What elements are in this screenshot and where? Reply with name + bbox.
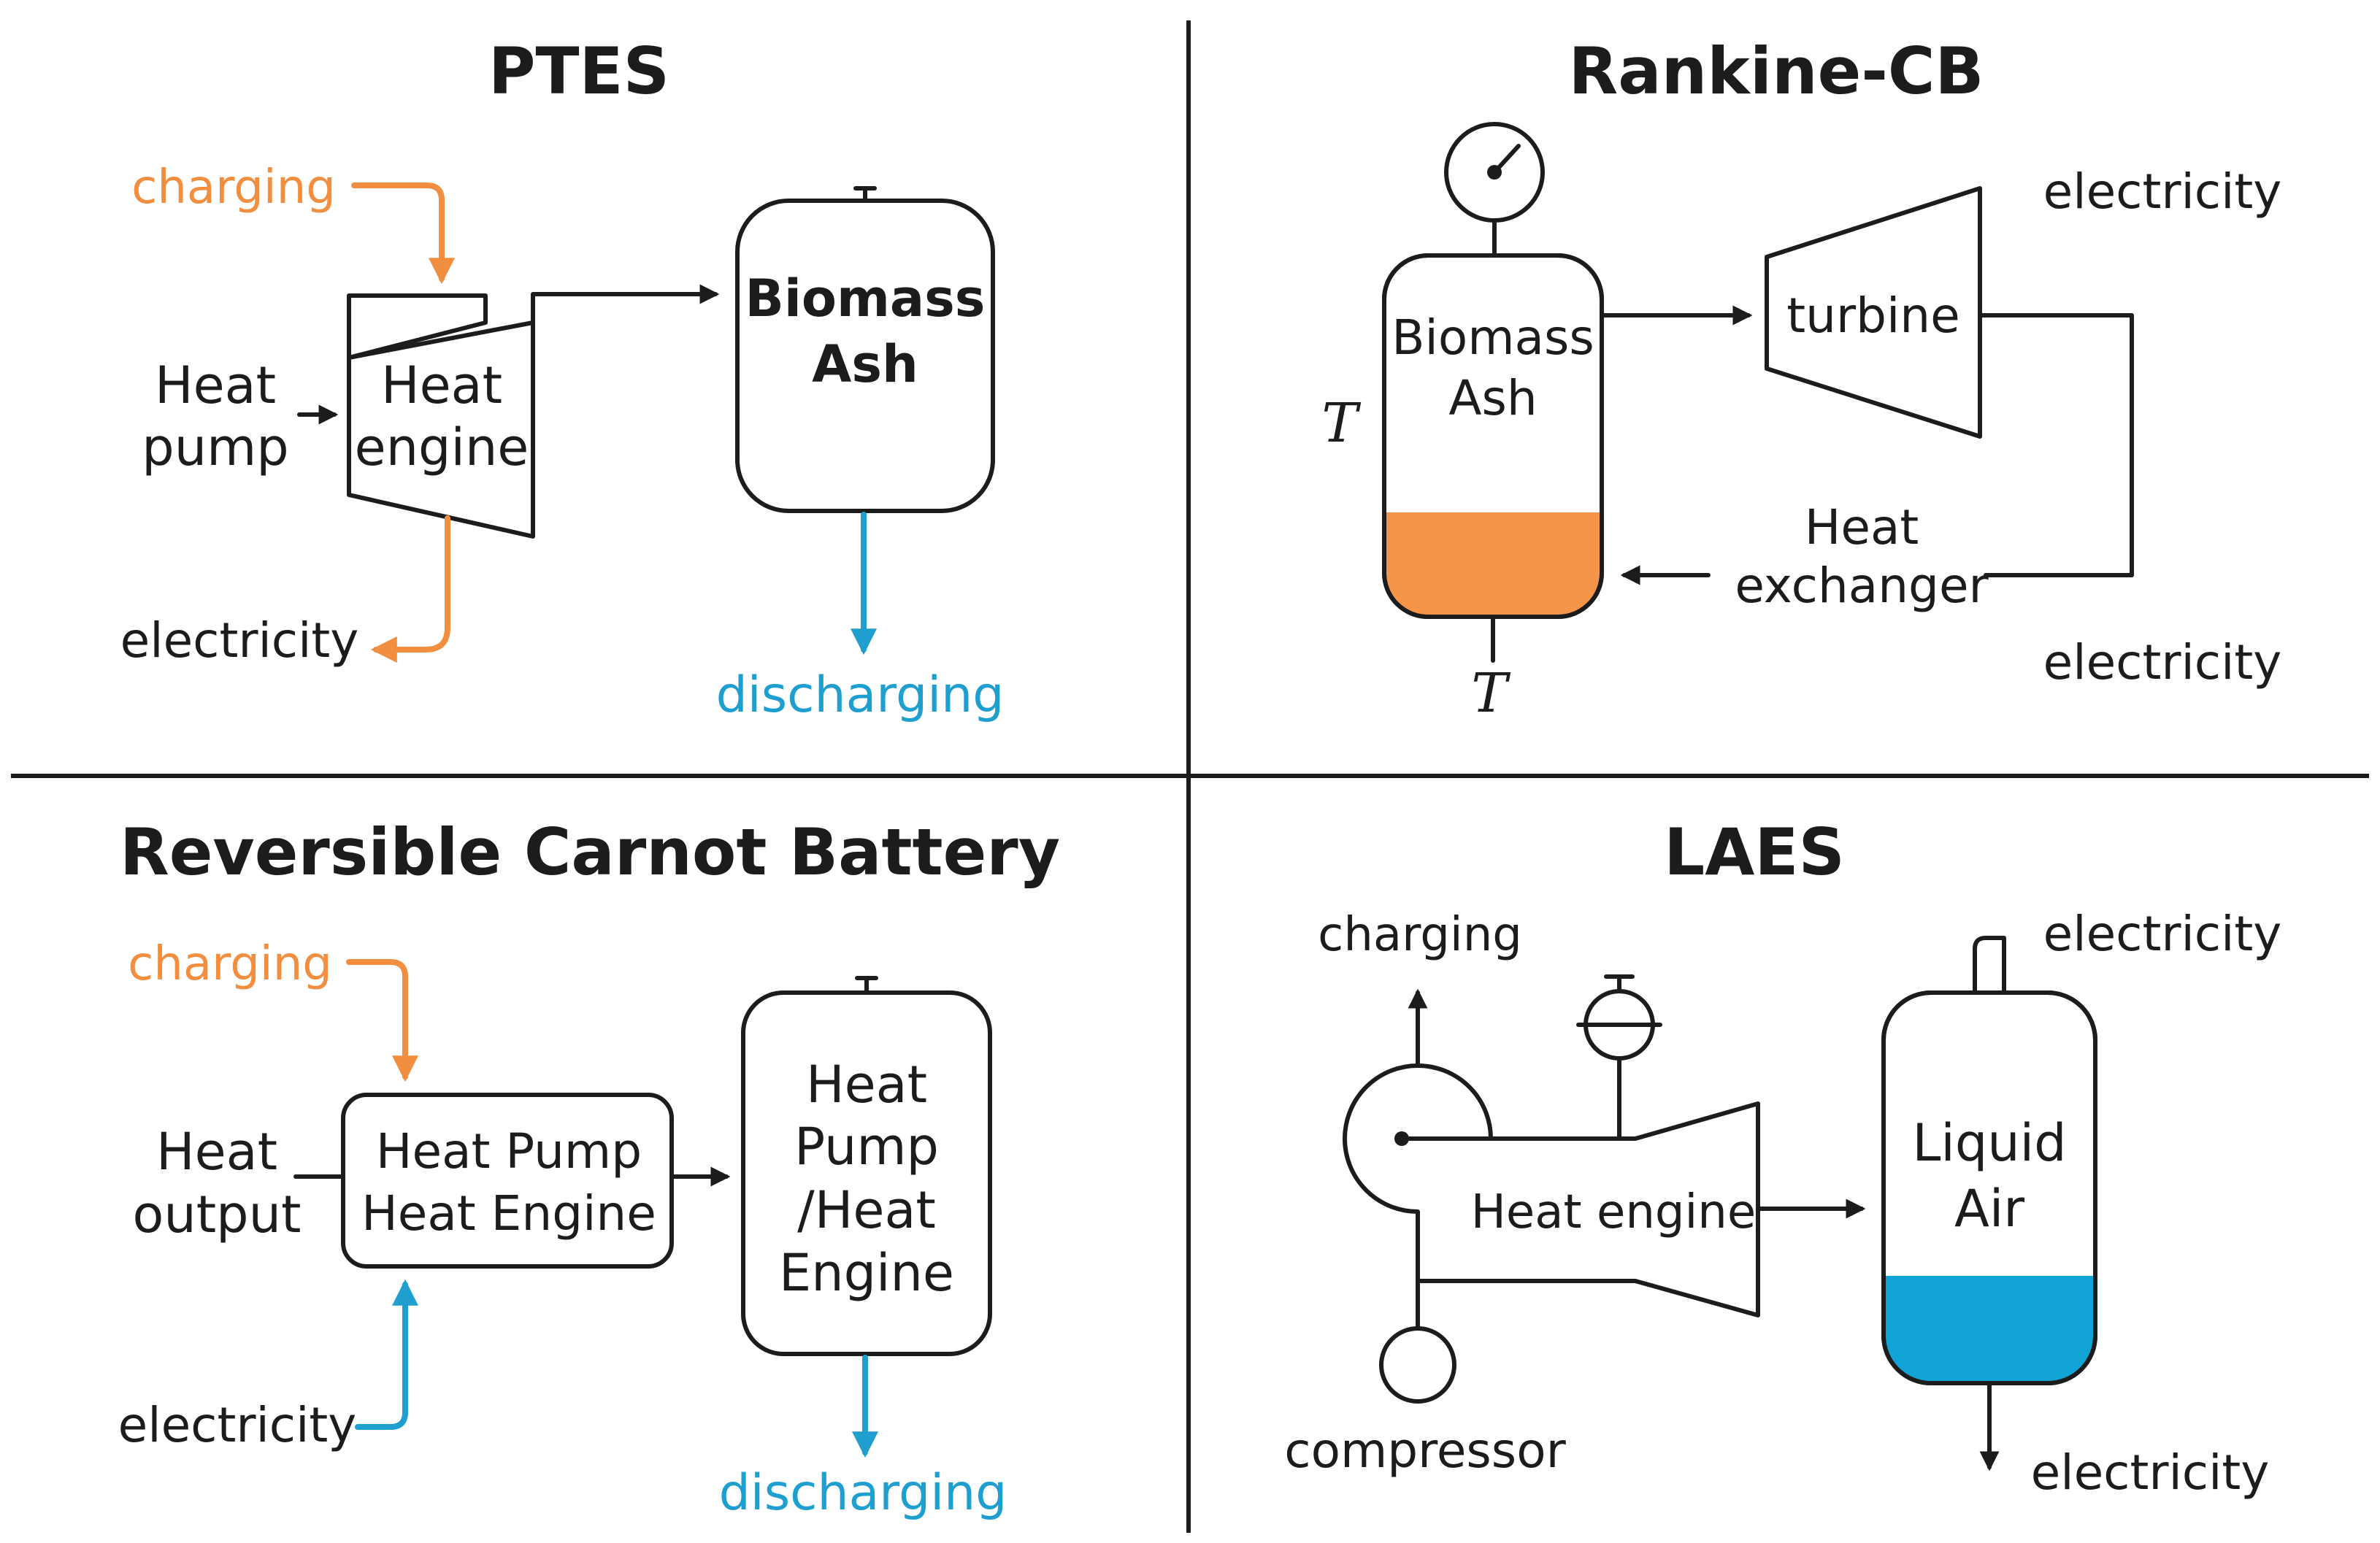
rcb-tank-line1: Heat [806,1055,927,1115]
ptes-heat-engine-line1: Heat [381,355,502,415]
ptes-tank-label-line1: Biomass [745,269,986,328]
rankine-return-loop [1978,313,2134,577]
ptes-charging-arrow [351,182,455,285]
laes-panel: LAES charging Heat engine compressor Liq… [1284,815,2281,1501]
ptes-discharging-label: discharging [716,666,1005,724]
ptes-tank-label-line2: Ash [812,334,918,394]
rcb-title: Reversible Carnot Battery [120,815,1060,890]
ptes-electricity-arrow [370,515,450,663]
ptes-heat-engine-block [347,293,488,360]
laes-tank-label-line2: Air [1954,1179,2024,1239]
ptes-engine-to-tank-line [531,284,720,325]
rcb-unit-line1: Heat Pump [376,1123,642,1180]
ptes-heat-pump-line2: pump [142,418,288,477]
ptes-panel: PTES charging Heat engine Heat pump Biom… [120,34,1005,724]
pressure-gauge-pivot [1487,165,1502,180]
ptes-charging-label: charging [131,161,336,215]
laes-compressor-icon [1379,1326,1456,1404]
laes-compressor-label: compressor [1284,1423,1566,1479]
laes-charging-label: charging [1318,908,1522,962]
ptes-heat-engine-body [347,320,535,539]
rcb-heat-pump-engine-unit [341,1093,674,1269]
ptes-heat-pump-line1: Heat [155,355,276,415]
rcb-tank-line2: Pump [794,1117,939,1177]
rankine-electricity-bottom-label: electricity [2043,634,2282,690]
rcb-discharging-label: discharging [719,1464,1007,1522]
rcb-heat-output-line1: Heat [156,1122,277,1182]
ptes-electricity-label: electricity [120,612,359,669]
rcb-tank-line4: Engine [779,1243,954,1303]
rcb-charging-label: charging [128,937,332,991]
rankine-heat-exchanger-line1: Heat [1805,499,1919,555]
laes-electricity-bottom-label: electricity [2031,1444,2270,1501]
ptes-heat-engine-line2: engine [355,418,529,477]
laes-tank-vent [1973,936,2006,995]
laes-tank-liquid-fill [1886,1276,2093,1381]
laes-title: LAES [1664,815,1845,890]
rankine-tank-label-line2: Ash [1448,370,1537,426]
rcb-electricity-label: electricity [118,1397,357,1453]
rankine-title: Rankine-CB [1569,34,1984,109]
rcb-charging-arrow [346,959,418,1082]
rankine-tank-hot-fill [1386,512,1600,615]
rcb-electricity-arrow [355,1279,418,1430]
rcb-tank-line3: /Heat [797,1180,936,1240]
rankine-temperature-side-label: T [1321,392,1361,455]
laes-heat-engine-label: Heat engine [1471,1185,1756,1239]
rcb-heat-output-line2: output [133,1185,302,1244]
rankine-heat-exchanger-line2: exchanger [1735,558,1989,614]
rankine-turbine [1765,186,1982,439]
rankine-turbine-label: turbine [1786,288,1960,344]
rankine-electricity-top-label: electricity [2043,163,2282,220]
rankine-panel: Rankine-CB Biomass Ash T T turbine Heat … [1321,34,2281,725]
rcb-panel: Reversible Carnot Battery charging Heat … [118,815,1060,1522]
rcb-unit-line2: Heat Engine [361,1185,656,1242]
laes-electricity-top-label: electricity [2043,906,2282,962]
ptes-title: PTES [488,34,669,109]
rankine-tank-label-line1: Biomass [1391,309,1594,366]
rankine-temperature-bottom-label: T [1471,662,1510,725]
laes-tank-label-line1: Liquid [1912,1113,2066,1173]
